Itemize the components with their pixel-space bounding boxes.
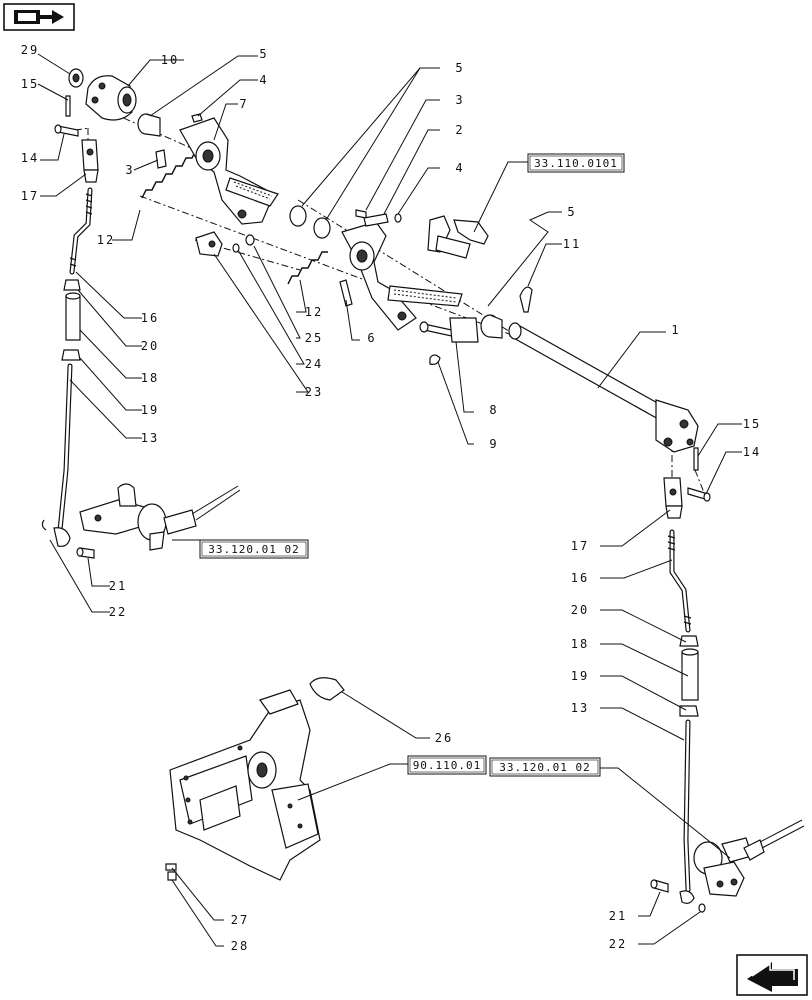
pedal-7 xyxy=(179,117,279,225)
callout-c25: 25 xyxy=(305,331,323,345)
callout-c5a: 5 xyxy=(259,47,268,61)
callout-c28: 28 xyxy=(231,939,249,953)
callout-c14b: 14 xyxy=(743,445,761,459)
end-22a xyxy=(53,527,71,547)
callout-c19b: 19 xyxy=(571,669,589,683)
callout-c17a: 17 xyxy=(21,189,39,203)
callout-c17b: 17 xyxy=(571,539,589,553)
spring-12b xyxy=(287,251,328,285)
callout-c5c: 5 xyxy=(567,205,576,219)
reference-label: 90.110.01 xyxy=(413,759,482,772)
callout-c9: 9 xyxy=(489,437,498,451)
plug-26 xyxy=(309,677,345,701)
callout-c4b: 4 xyxy=(455,161,464,175)
callout-c29: 29 xyxy=(21,43,39,57)
nut-4b xyxy=(394,213,402,223)
reference-box-33-110-0101[interactable]: 33.110.0101 xyxy=(527,153,625,173)
nut-19b xyxy=(679,705,699,717)
callout-c18a: 18 xyxy=(141,371,159,385)
reference-label: 33.120.01 02 xyxy=(208,543,299,556)
reference-box-33-120-01-02-left[interactable]: 33.120.01 02 xyxy=(199,539,309,559)
callout-c14a: 14 xyxy=(21,151,39,165)
clevis-17b xyxy=(663,477,683,519)
callout-c12a: 12 xyxy=(97,233,115,247)
cotter-11 xyxy=(519,286,533,313)
nut-28 xyxy=(167,871,177,881)
callout-c22a: 22 xyxy=(109,605,127,619)
frame-90-110-01 xyxy=(169,689,321,881)
callout-c27: 27 xyxy=(231,913,249,927)
pedal-right xyxy=(341,221,463,331)
bushing-5b xyxy=(289,205,307,227)
callout-c10: 10 xyxy=(161,53,179,67)
leader-lines xyxy=(37,53,742,947)
callout-c18b: 18 xyxy=(571,637,589,651)
sleeve-18b xyxy=(681,651,699,701)
callout-c3b: 3 xyxy=(455,93,464,107)
callout-c15b: 15 xyxy=(743,417,761,431)
reference-label: 33.110.0101 xyxy=(534,157,618,170)
book-arrow-icon[interactable] xyxy=(3,3,75,31)
callout-c16a: 16 xyxy=(141,311,159,325)
callout-c6: 6 xyxy=(367,331,376,345)
lever-assembly-left xyxy=(79,483,197,551)
callout-c2: 2 xyxy=(455,123,464,137)
callout-c7: 7 xyxy=(239,97,248,111)
callout-c3a: 3 xyxy=(125,163,134,177)
bracket-10 xyxy=(85,75,137,121)
callout-c12b: 12 xyxy=(305,305,323,319)
screw-27 xyxy=(165,863,177,871)
shaft-1 xyxy=(508,322,699,453)
callout-c20b: 20 xyxy=(571,603,589,617)
bushing-5c xyxy=(313,217,331,239)
callout-c24: 24 xyxy=(305,357,323,371)
reference-label: 33.120.01 02 xyxy=(499,761,590,774)
callout-c23: 23 xyxy=(305,385,323,399)
nut-20a xyxy=(63,279,81,291)
nut-19a xyxy=(61,349,81,361)
clip-9 xyxy=(429,354,441,365)
spring-12a xyxy=(141,149,197,199)
reference-box-90-110-01[interactable]: 90.110.01 xyxy=(407,755,487,775)
callout-c15a: 15 xyxy=(21,77,39,91)
pin-15b xyxy=(693,447,699,471)
callout-c21b: 21 xyxy=(609,909,627,923)
callout-c20a: 20 xyxy=(141,339,159,353)
callout-c21a: 21 xyxy=(109,579,127,593)
clevis-17a xyxy=(81,139,99,183)
lever-assembly-right xyxy=(693,837,765,897)
callout-c8: 8 xyxy=(489,403,498,417)
sleeve-18a xyxy=(65,295,81,341)
screw-3b xyxy=(355,209,367,219)
callout-c11: 11 xyxy=(563,237,581,251)
nut-25 xyxy=(245,234,255,246)
latch-parts xyxy=(427,215,489,259)
pin-8 xyxy=(419,317,479,343)
callout-c5b: 5 xyxy=(455,61,464,75)
next-page-arrow-icon[interactable] xyxy=(736,954,808,996)
callout-c13a: 13 xyxy=(141,431,159,445)
callout-c26: 26 xyxy=(435,731,453,745)
nut-20b xyxy=(679,635,699,647)
pin-15a xyxy=(65,95,71,117)
screw-3a xyxy=(155,149,167,169)
plate-2 xyxy=(363,213,389,227)
nut-4a xyxy=(191,113,203,123)
callout-c22b: 22 xyxy=(609,937,627,951)
pin-6 xyxy=(339,279,353,307)
callout-c16b: 16 xyxy=(571,571,589,585)
callout-c13b: 13 xyxy=(571,701,589,715)
callout-c1: 1 xyxy=(671,323,680,337)
washer-24 xyxy=(232,243,240,253)
callout-c19a: 19 xyxy=(141,403,159,417)
callout-c4a: 4 xyxy=(259,73,268,87)
reference-box-33-120-01-02-right[interactable]: 33.120.01 02 xyxy=(489,757,601,777)
end-22b xyxy=(679,890,695,904)
bracket-23 xyxy=(195,231,223,257)
